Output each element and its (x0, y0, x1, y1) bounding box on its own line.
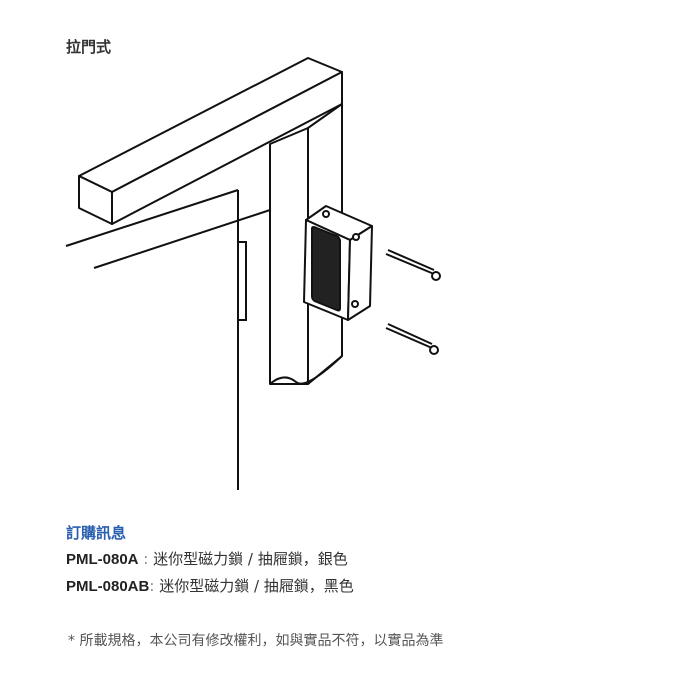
door-top-edge-2 (93, 209, 271, 269)
order-item-row: PML-080A : 迷你型磁力鎖 / 抽屜鎖，銀色 (66, 548, 348, 569)
model-code: PML-080A (66, 551, 139, 568)
model-code: PML-080AB (66, 578, 150, 595)
lock-screw-hole-bottom (351, 300, 359, 308)
lock-screw-hole-left (322, 210, 330, 218)
screw-2-shaft (385, 327, 433, 349)
screw-1-shaft (385, 253, 435, 275)
lock-magnet-face (311, 225, 341, 312)
lock-screw-hole-top (352, 233, 360, 241)
lock-side-face (347, 225, 373, 321)
door-armature-plate (237, 241, 247, 321)
model-description: 迷你型磁力鎖 / 抽屜鎖，黑色 (159, 577, 354, 595)
screw-2-head (429, 345, 439, 355)
frame-post-front (269, 127, 309, 385)
page-title: 拉門式 (66, 38, 112, 56)
order-info-heading: 訂購訊息 (66, 524, 127, 542)
screw-1-shaft-b (387, 249, 435, 271)
model-description: 迷你型磁力鎖 / 抽屜鎖，銀色 (153, 550, 348, 568)
door-top-edge-1 (65, 189, 239, 247)
spec-disclaimer: * 所載規格，本公司有修改權利，如與實品不符，以實品為準 (68, 633, 444, 649)
frame-post-bottom (269, 355, 343, 385)
screw-2-shaft-b (387, 323, 433, 345)
model-separator: : (149, 577, 160, 595)
model-separator: : (138, 550, 154, 568)
screw-1-head (431, 271, 441, 281)
order-item-row: PML-080AB: 迷你型磁力鎖 / 抽屜鎖，黑色 (66, 575, 354, 596)
